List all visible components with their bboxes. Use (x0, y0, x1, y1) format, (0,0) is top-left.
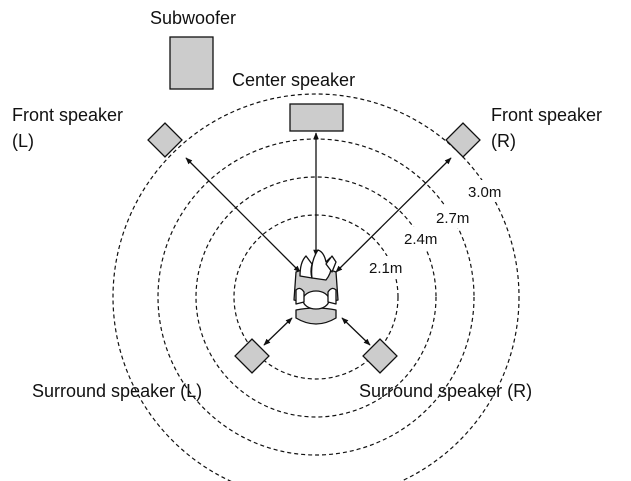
front-right-speaker-icon (445, 122, 481, 158)
label-front-left-line1: Front speaker (12, 105, 123, 125)
distance-labels: 2.1m 2.4m 2.7m 3.0m (369, 184, 501, 277)
speaker-arrows (185, 132, 452, 346)
arrow-surround-left (263, 317, 293, 346)
surround-left-speaker-icon (234, 338, 270, 374)
distance-label-2-1m: 2.1m (369, 260, 402, 277)
label-front-right-line2: (R) (491, 131, 516, 151)
arrow-front-left (185, 157, 301, 273)
label-surround-right: Surround speaker (R) (359, 381, 532, 401)
arrow-front-right (335, 157, 452, 273)
label-subwoofer: Subwoofer (150, 8, 236, 28)
speaker-labels: Subwoofer Center speaker Front speaker (… (12, 8, 602, 401)
label-front-right-line1: Front speaker (491, 105, 602, 125)
label-center-speaker: Center speaker (232, 70, 355, 90)
label-surround-left: Surround speaker (L) (32, 381, 202, 401)
subwoofer-icon (169, 36, 214, 90)
arrow-surround-right (341, 317, 371, 346)
surround-right-speaker-icon (362, 338, 398, 374)
distance-label-2-4m: 2.4m (404, 231, 437, 248)
distance-circle-2-4m (195, 176, 437, 418)
distance-label-2-7m: 2.7m (436, 210, 469, 227)
listener-icon (293, 249, 339, 325)
speakers (147, 36, 481, 374)
front-left-speaker-icon (147, 122, 183, 158)
distance-circle-3-0m (112, 93, 520, 481)
distance-label-3-0m: 3.0m (468, 184, 501, 201)
center-speaker-icon (289, 103, 344, 132)
label-front-left-line2: (L) (12, 131, 34, 151)
